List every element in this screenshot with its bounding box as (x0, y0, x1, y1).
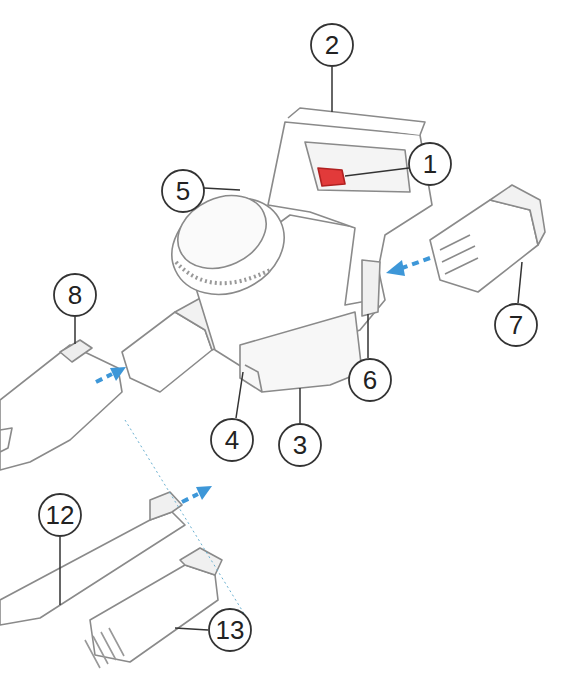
callout-circle (311, 24, 353, 66)
leader-line (236, 372, 243, 418)
leader-line (299, 388, 301, 423)
callout-circle (211, 419, 253, 461)
handle-grip (305, 142, 410, 192)
leader-line (367, 314, 369, 358)
callout-circle (39, 494, 81, 536)
callout-circle (54, 274, 96, 316)
leader-line (204, 188, 240, 190)
callout-number: 6 (350, 360, 390, 400)
leader-line (518, 262, 522, 303)
arrow-head (386, 260, 405, 276)
assembly-arrow (182, 494, 198, 502)
trigger (362, 260, 380, 316)
cyclone-ridges (176, 262, 270, 283)
callout-number: 5 (163, 171, 203, 211)
leader-line (345, 168, 409, 176)
tool-clip (60, 340, 92, 362)
callout-circle (349, 359, 391, 401)
callout-number: 8 (55, 275, 95, 315)
power-button (318, 168, 345, 186)
callout-circle (279, 424, 321, 466)
callout-circle (209, 609, 251, 651)
tool-end (150, 492, 182, 520)
assembly-arrow (96, 374, 112, 382)
callout-number: 4 (212, 420, 252, 460)
battery (430, 200, 538, 292)
callout-circle (162, 170, 204, 212)
callout-circle (409, 143, 451, 185)
handle-top (288, 108, 425, 135)
callout-number: 7 (496, 305, 536, 345)
callout-number: 1 (410, 144, 450, 184)
callout-number: 13 (210, 610, 250, 650)
leader-line (331, 67, 333, 112)
callout-number: 12 (40, 495, 80, 535)
leader-line (59, 537, 61, 605)
leader-line (175, 628, 208, 630)
battery-cap (490, 185, 545, 245)
battery-ribs (440, 235, 478, 274)
brush-bristles (85, 628, 124, 668)
callout-number: 3 (280, 425, 320, 465)
tool-edge (0, 428, 12, 452)
arrow-head (196, 486, 212, 500)
handle (268, 122, 432, 305)
crevice-tool (0, 345, 122, 470)
arrow-head (110, 367, 126, 381)
assembly-arrow (402, 258, 430, 268)
callout-circle (495, 304, 537, 346)
leader-line (74, 317, 76, 344)
callout-number: 2 (312, 25, 352, 65)
bin-release (245, 365, 262, 392)
dust-bin (240, 312, 362, 392)
brush-collar (180, 548, 222, 575)
